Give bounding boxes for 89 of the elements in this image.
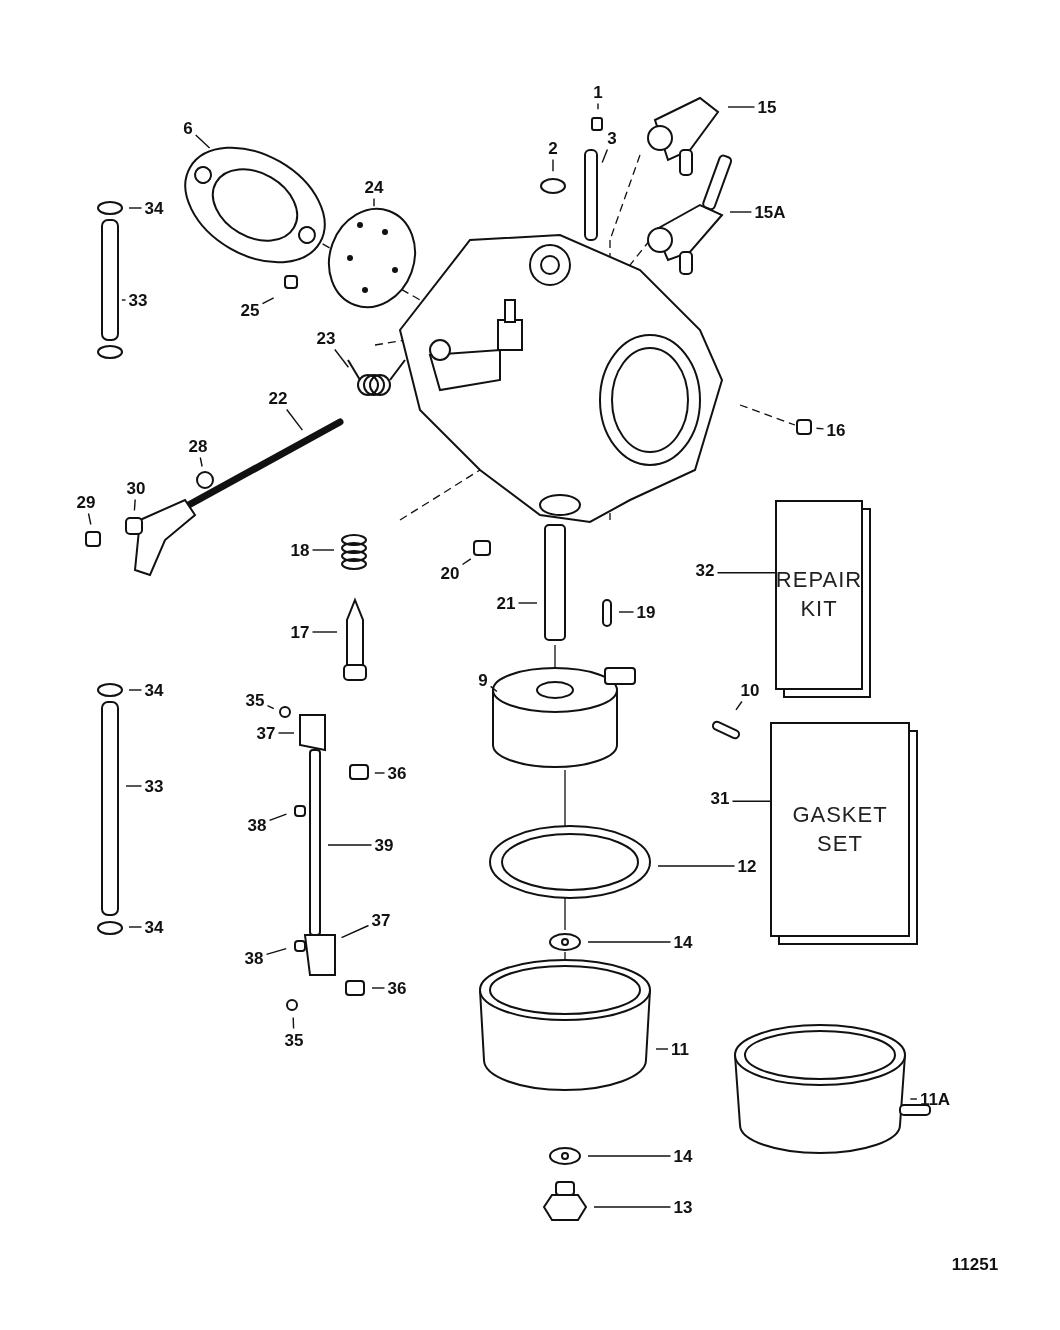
callout-number: 19	[636, 603, 656, 621]
callout-number: 20	[440, 564, 460, 582]
callout-number: 34	[144, 681, 164, 699]
figure-number: 11251	[951, 1255, 999, 1275]
leader-line	[618, 611, 635, 613]
callout-number: 36	[387, 764, 407, 782]
callout-number: 12	[737, 857, 757, 875]
callout-number: 31	[710, 789, 730, 807]
leader-line	[128, 926, 143, 928]
leader-line	[261, 297, 275, 305]
callout-number: 37	[371, 911, 391, 929]
leader-line	[371, 987, 386, 989]
callout-number: 29	[76, 493, 96, 511]
callout-number: 6	[183, 119, 193, 137]
callout-number: 28	[188, 437, 208, 455]
leader-line	[121, 299, 127, 301]
callout-number: 36	[387, 979, 407, 997]
callout-number: 11A	[919, 1090, 951, 1108]
leader-line	[87, 512, 92, 526]
callout-number: 16	[826, 421, 846, 439]
leader-line	[716, 572, 776, 574]
leader-line	[340, 924, 370, 939]
leader-line	[731, 800, 771, 802]
leader-line	[597, 102, 599, 110]
callout-number: 14	[673, 933, 693, 951]
kit-label: GASKET SET	[791, 800, 889, 858]
callout-number: 22	[268, 389, 288, 407]
callout-number: 35	[284, 1031, 304, 1049]
leader-line	[334, 348, 350, 368]
leader-line	[601, 148, 609, 164]
leader-line	[286, 408, 304, 431]
leader-line	[593, 1206, 672, 1208]
callout-number: 35	[245, 691, 265, 709]
kit-label: REPAIR KIT	[774, 566, 864, 623]
callout-number: 37	[256, 724, 276, 742]
leader-line	[909, 1098, 918, 1100]
callout-number: 34	[144, 199, 164, 217]
leader-line	[128, 689, 143, 691]
leader-line	[490, 685, 498, 693]
callout-number: 21	[496, 594, 516, 612]
leader-line	[199, 456, 203, 468]
leader-line	[374, 772, 386, 774]
callout-number: 13	[673, 1198, 693, 1216]
callout-number: 24	[364, 178, 384, 196]
leader-line	[735, 700, 743, 711]
callout-number: 33	[128, 291, 148, 309]
callout-number: 39	[374, 836, 394, 854]
callout-number: 15	[757, 98, 777, 116]
leader-line	[195, 134, 211, 149]
leader-line	[587, 941, 672, 943]
callout-number: 23	[316, 329, 336, 347]
leader-line	[311, 631, 338, 633]
callout-number: 2	[548, 139, 558, 157]
leader-line	[311, 549, 335, 551]
leader-line	[727, 106, 756, 108]
callout-number: 38	[244, 949, 264, 967]
callout-number: 38	[247, 816, 267, 834]
leader-line	[266, 705, 275, 710]
leader-line	[729, 211, 753, 213]
leader-line	[587, 1155, 672, 1157]
leader-line	[815, 427, 825, 430]
leader-line	[265, 948, 287, 956]
leader-line	[125, 785, 143, 787]
leader-line	[373, 197, 375, 207]
callout-number: 33	[144, 777, 164, 795]
leader-line	[655, 1048, 669, 1050]
leader-line	[517, 602, 538, 604]
leader-line	[657, 865, 736, 867]
callout-number: 1	[593, 83, 603, 101]
callout-number: 9	[478, 671, 488, 689]
callout-number: 15A	[754, 203, 786, 221]
leader-line	[552, 158, 554, 172]
leader-line	[461, 558, 472, 566]
leader-line	[292, 1016, 295, 1030]
leader-line	[277, 732, 295, 734]
leader-line	[133, 498, 136, 512]
callout-number: 10	[740, 681, 760, 699]
callout-number: 25	[240, 301, 260, 319]
callout-number: 14	[673, 1147, 693, 1165]
callout-number: 17	[290, 623, 310, 641]
leader-line	[128, 207, 143, 209]
callout-number: 32	[695, 561, 715, 579]
callout-number: 3	[607, 129, 617, 147]
callout-number: 18	[290, 541, 310, 559]
callout-number: 30	[126, 479, 146, 497]
callout-number: 34	[144, 918, 164, 936]
leader-line	[327, 844, 373, 846]
leader-line	[268, 813, 288, 822]
callout-number: 11	[671, 1040, 689, 1058]
